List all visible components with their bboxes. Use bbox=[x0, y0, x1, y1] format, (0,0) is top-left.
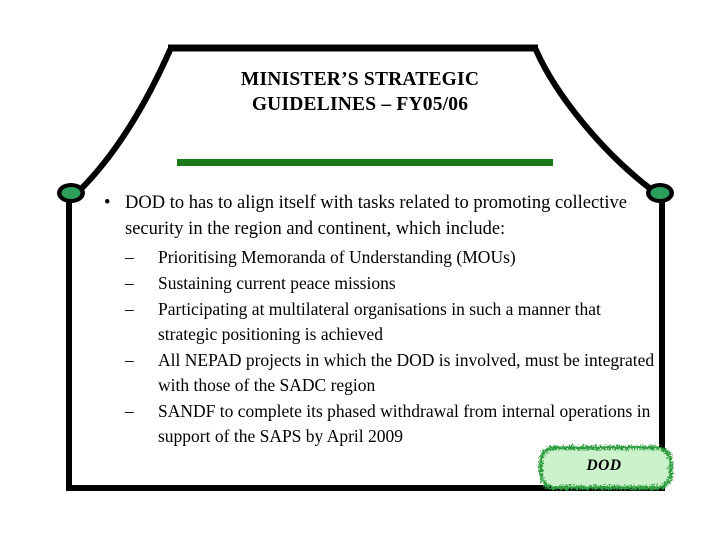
sub-bullet-item: – SANDF to complete its phased withdrawa… bbox=[92, 399, 662, 449]
sub-bullet-text: SANDF to complete its phased withdrawal … bbox=[158, 400, 651, 446]
title-line-2: GUIDELINES – FY05/06 bbox=[251, 93, 469, 115]
dash-marker-icon: – bbox=[125, 272, 134, 293]
sub-bullet-list: – Prioritising Memoranda of Understandin… bbox=[92, 245, 662, 449]
bullet-main: • DOD to has to align itself with tasks … bbox=[92, 190, 662, 243]
slide-title: MINISTER’S STRATEGIC GUIDELINES – FY05/0… bbox=[160, 68, 560, 118]
sub-bullet-text: Sustaining current peace missions bbox=[158, 272, 396, 293]
bullet-main-text: DOD to has to align itself with tasks re… bbox=[125, 193, 627, 240]
dod-badge-label: DOD bbox=[586, 457, 622, 474]
sub-bullet-text: All NEPAD projects in which the DOD is i… bbox=[158, 349, 655, 395]
sub-bullet-text: Participating at multilateral organisati… bbox=[158, 298, 601, 344]
title-line-1: MINISTER’S STRATEGIC bbox=[240, 69, 480, 90]
bullet-marker-icon: • bbox=[104, 193, 111, 213]
sub-bullet-item: – Prioritising Memoranda of Understandin… bbox=[92, 245, 662, 270]
dash-marker-icon: – bbox=[125, 298, 134, 319]
sub-bullet-text: Prioritising Memoranda of Understanding … bbox=[158, 246, 516, 267]
dash-marker-icon: – bbox=[125, 246, 134, 267]
dod-badge-shape bbox=[537, 444, 671, 488]
sub-bullet-item: – Participating at multilateral organisa… bbox=[92, 297, 662, 347]
sub-bullet-item: – Sustaining current peace missions bbox=[92, 271, 662, 296]
sub-bullet-item: – All NEPAD projects in which the DOD is… bbox=[92, 348, 662, 398]
dash-marker-icon: – bbox=[125, 400, 134, 421]
accent-dot-left bbox=[57, 183, 85, 203]
dod-badge: DOD bbox=[533, 441, 675, 491]
slide-body: • DOD to has to align itself with tasks … bbox=[92, 190, 662, 450]
title-divider-bar bbox=[177, 159, 553, 166]
dash-marker-icon: – bbox=[125, 349, 134, 370]
